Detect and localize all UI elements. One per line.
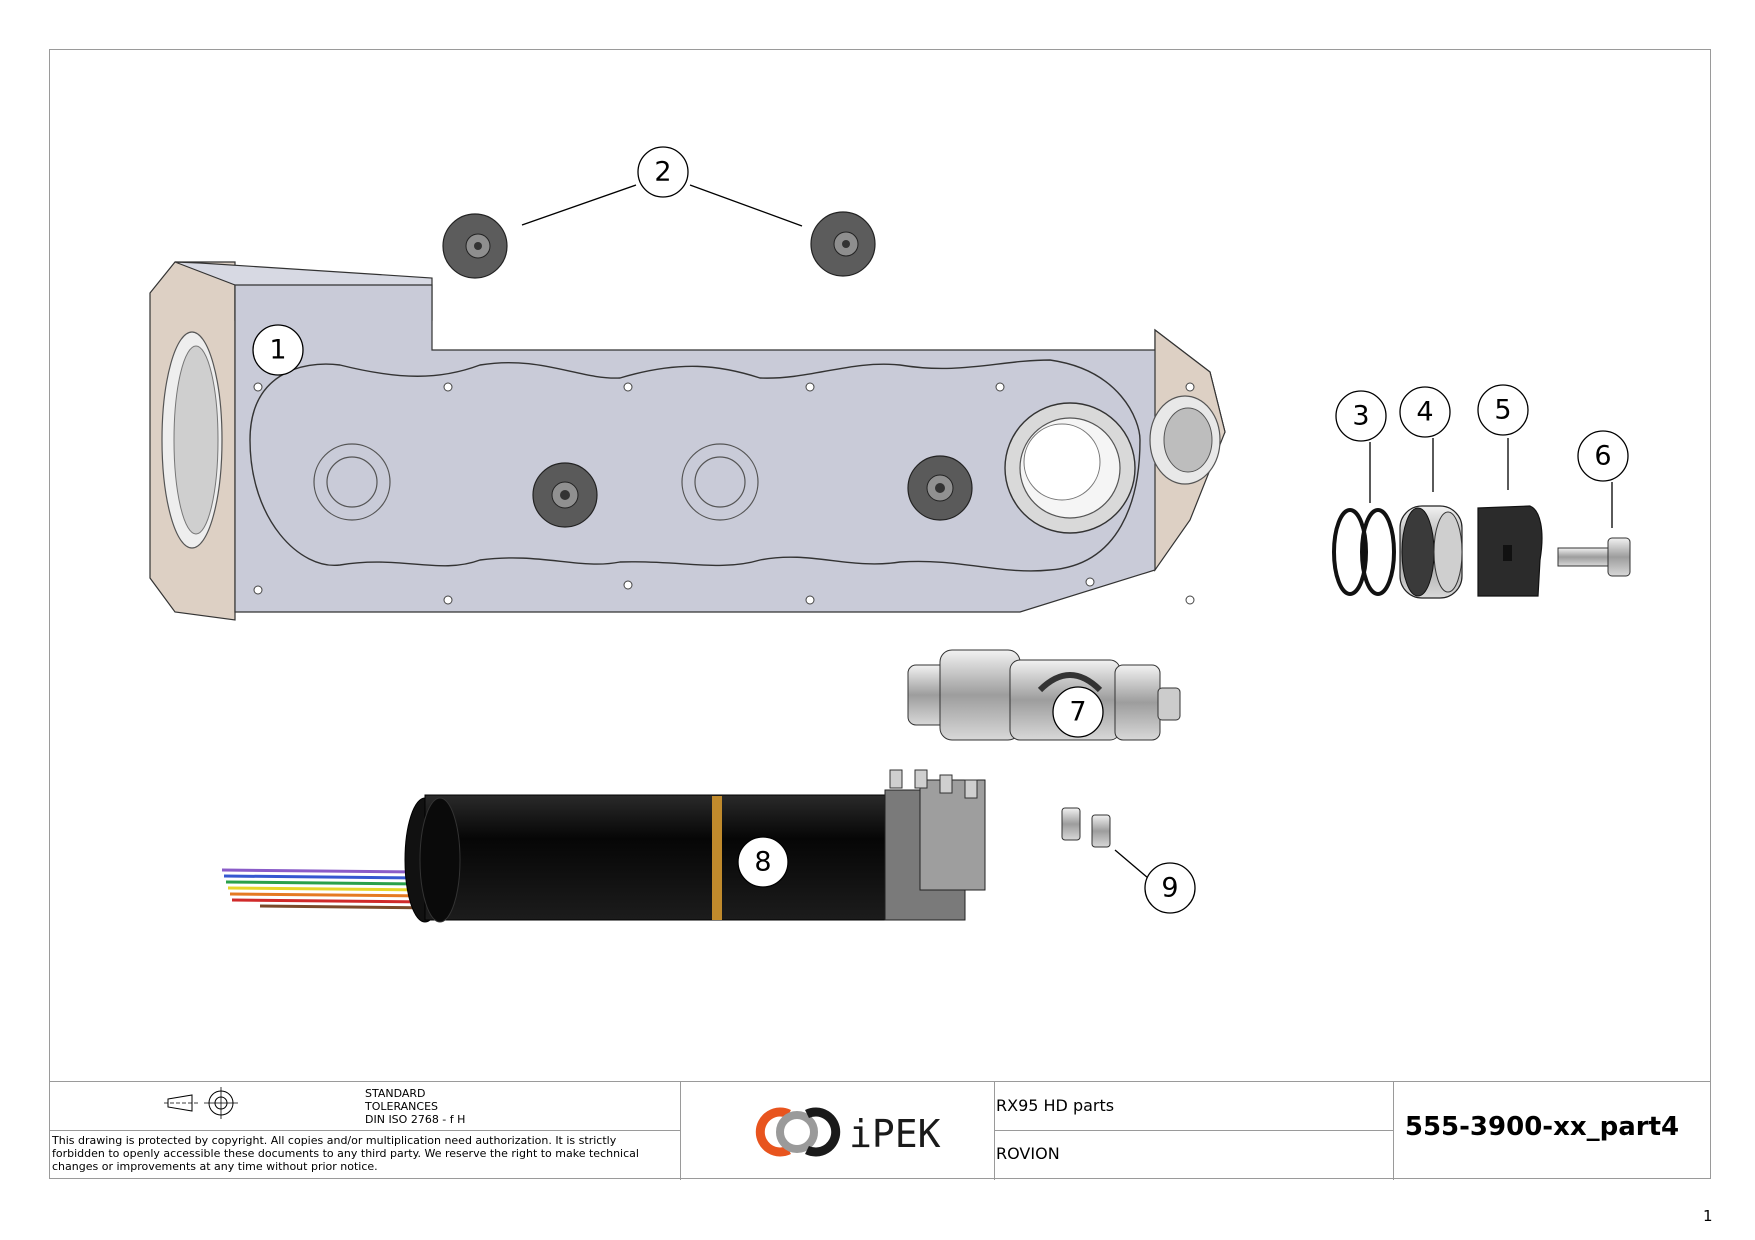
o-ring-pair <box>1332 508 1396 596</box>
svg-text:3: 3 <box>1352 401 1369 432</box>
tolerances-note: STANDARD TOLERANCES DIN ISO 2768 - f H <box>365 1087 465 1126</box>
svg-text:4: 4 <box>1416 397 1433 428</box>
projection-symbol-icon <box>164 1087 238 1119</box>
svg-text:5: 5 <box>1494 395 1511 426</box>
page-number: 1 <box>1703 1207 1713 1225</box>
document-number: 555-3900-xx_part4 <box>1404 1112 1680 1142</box>
logo-text: iPEK <box>849 1112 941 1156</box>
drawing-frame <box>49 49 1711 1179</box>
bearing <box>1399 505 1463 599</box>
svg-text:1: 1 <box>269 335 286 366</box>
tolerance-line: STANDARD <box>365 1087 426 1100</box>
ribbon-cable <box>221 868 441 910</box>
cover-disc-left <box>442 213 508 279</box>
drawing-title: RX95 HD parts <box>996 1096 1115 1115</box>
screw <box>1557 537 1631 577</box>
cam-block <box>1477 505 1543 597</box>
svg-text:6: 6 <box>1594 441 1611 472</box>
leader-lines <box>521 184 1613 879</box>
housing-part <box>149 261 1226 621</box>
balloon-3: 3 <box>1335 390 1387 442</box>
motor-assembly <box>221 769 986 923</box>
housing-flange-right <box>907 455 973 521</box>
housing-flange-left <box>532 462 598 528</box>
cover-disc-right <box>810 211 876 277</box>
drawing-subtitle: ROVION <box>996 1144 1060 1163</box>
svg-text:2: 2 <box>654 157 671 188</box>
balloon-4: 4 <box>1399 386 1451 438</box>
balloon-6: 6 <box>1577 430 1629 482</box>
balloon-7: 7 <box>1052 686 1104 738</box>
balloon-1: 1 <box>252 324 304 376</box>
balloon-5: 5 <box>1477 384 1529 436</box>
svg-text:7: 7 <box>1069 697 1086 728</box>
ipek-logo-icon: iPEK <box>755 1107 941 1157</box>
shaft-assembly <box>907 649 1181 741</box>
svg-text:9: 9 <box>1161 873 1178 904</box>
balloon-8: 8 <box>737 836 789 888</box>
svg-text:8: 8 <box>754 847 771 878</box>
balloon-2: 2 <box>637 146 689 198</box>
balloon-9: 9 <box>1144 862 1196 914</box>
company-logo: iPEK <box>739 1097 979 1167</box>
tolerance-line: TOLERANCES <box>365 1100 439 1113</box>
title-block: STANDARD TOLERANCES DIN ISO 2768 - f H T… <box>49 1081 1711 1180</box>
copyright-notice: This drawing is protected by copyright. … <box>52 1134 639 1173</box>
tolerance-line: DIN ISO 2768 - f H <box>365 1113 466 1126</box>
set-screws <box>1061 807 1111 848</box>
